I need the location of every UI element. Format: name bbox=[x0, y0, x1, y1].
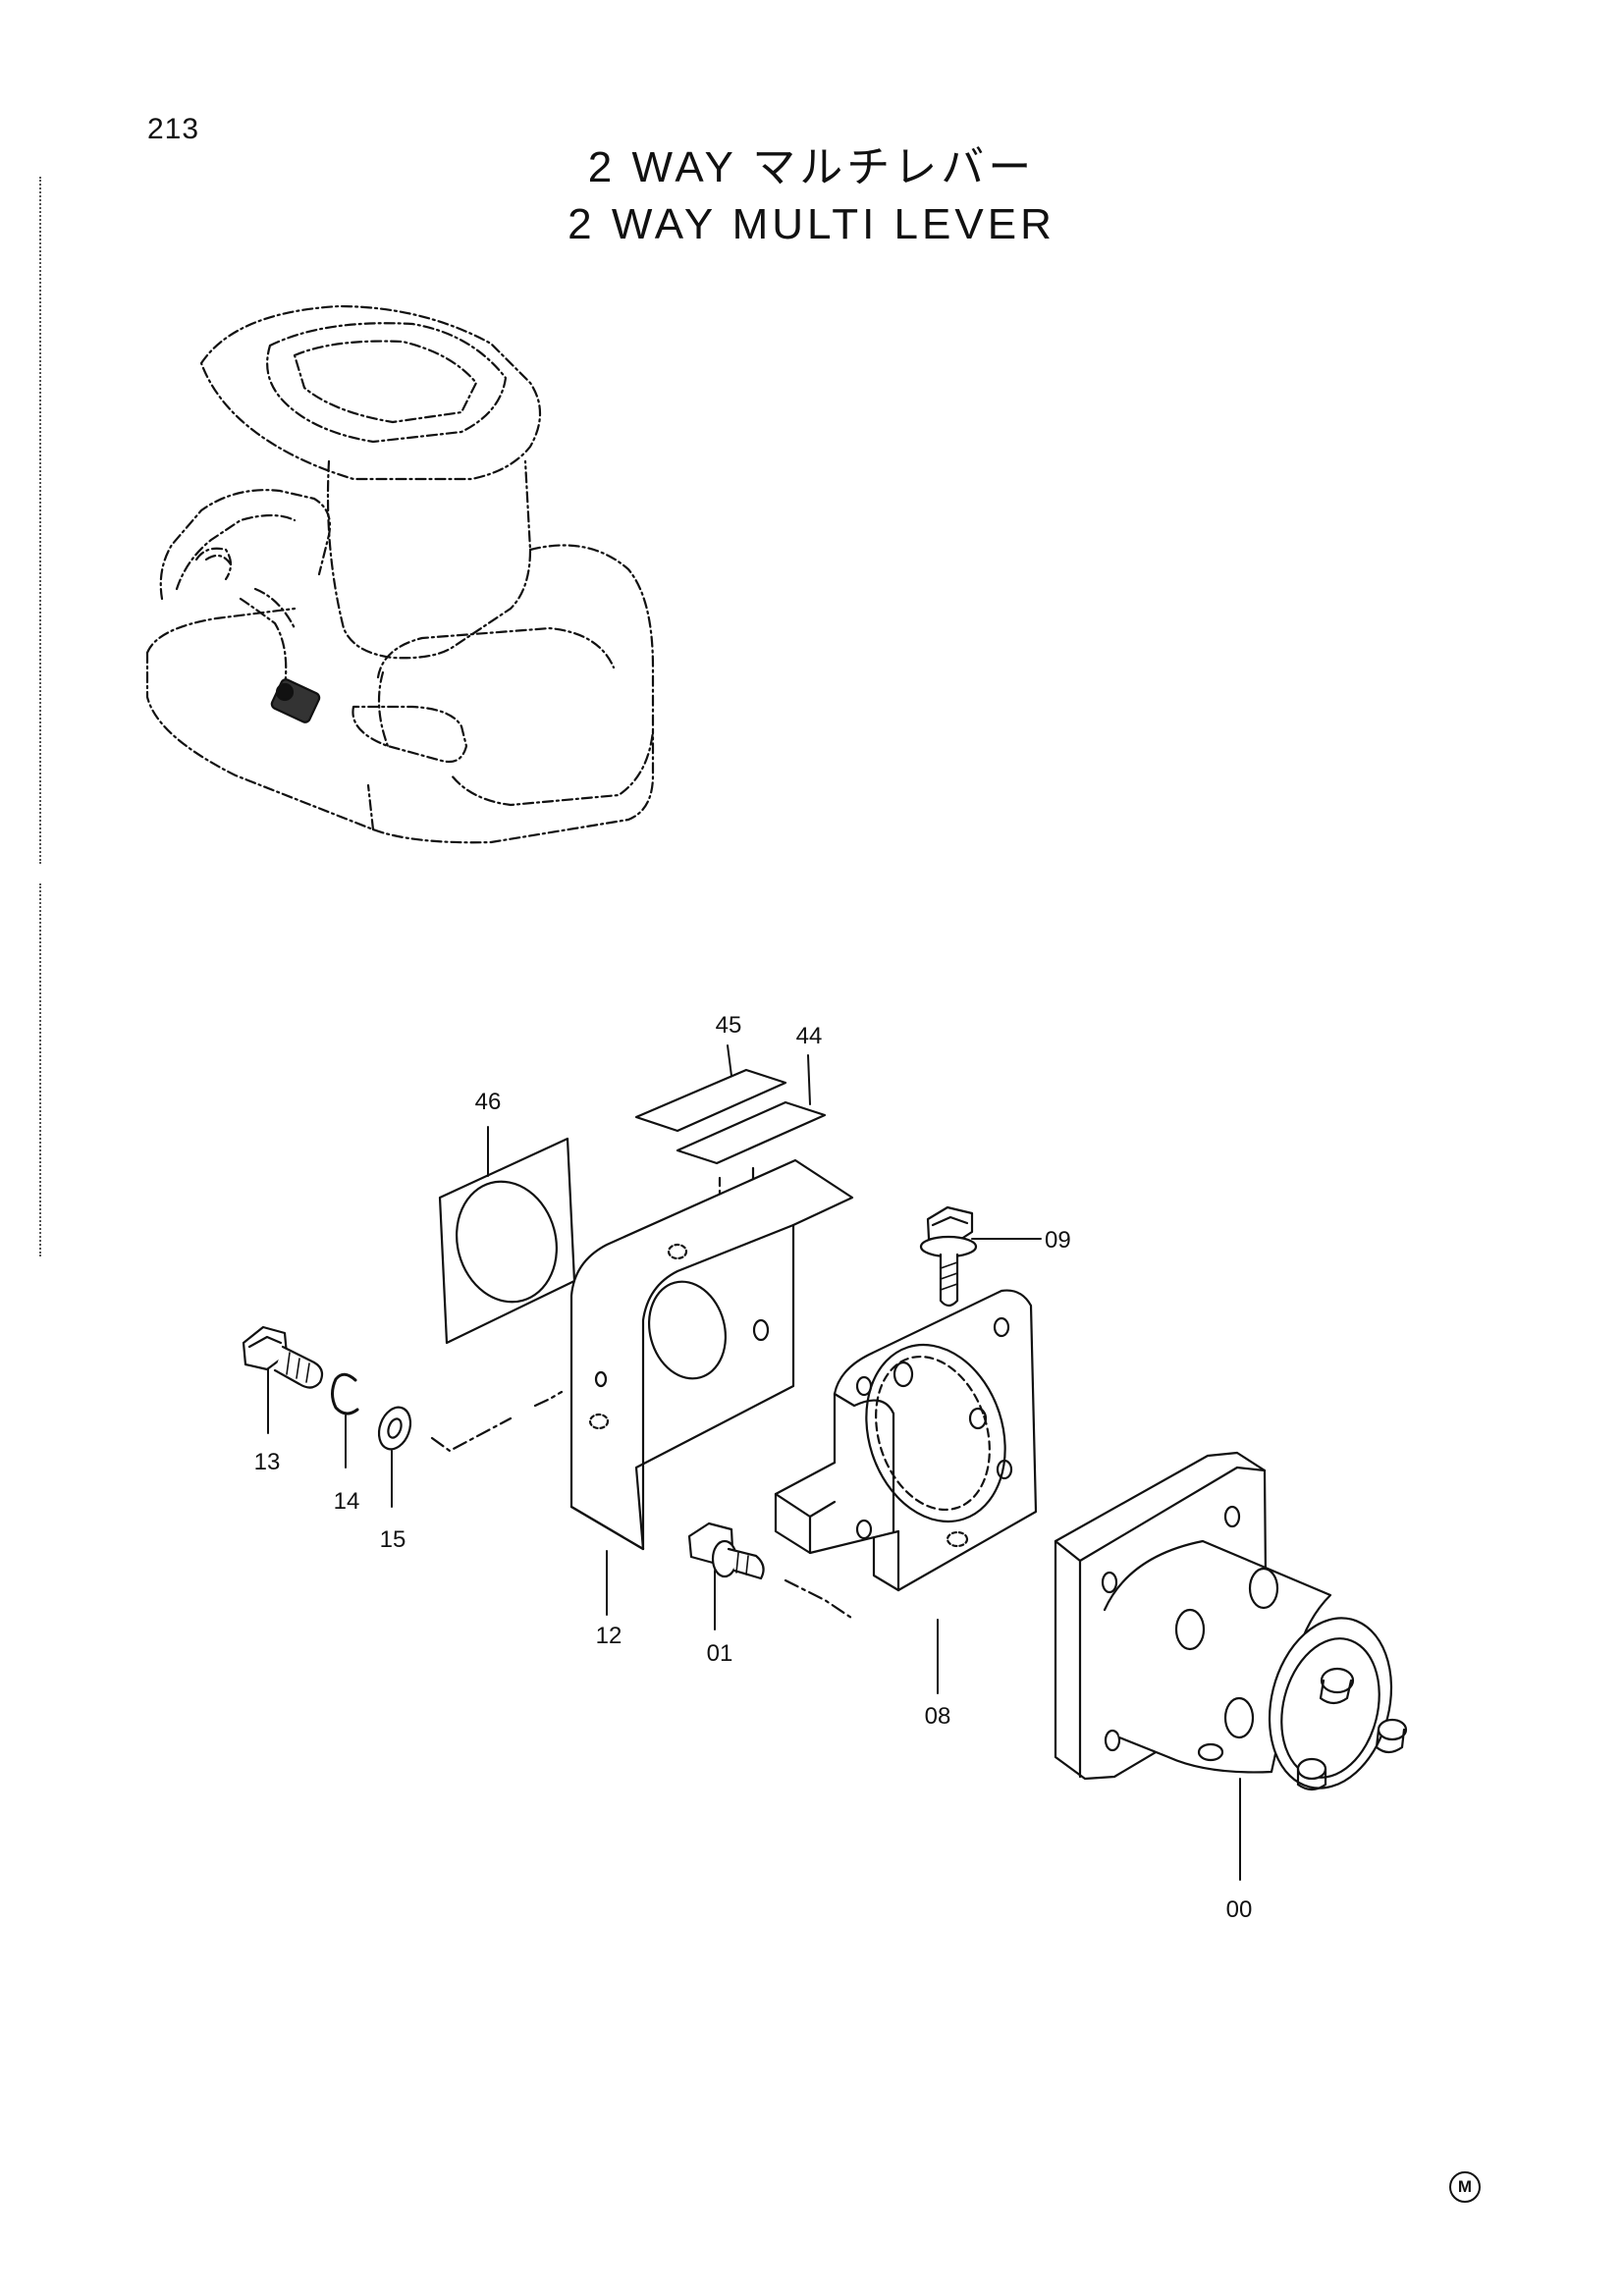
callout-14: 14 bbox=[334, 1488, 360, 1515]
margin-dotted-line-bottom bbox=[39, 883, 41, 1256]
page-number: 213 bbox=[147, 113, 200, 145]
part-08-mounting-bracket bbox=[774, 1289, 1038, 1694]
title-japanese: 2 WAY マルチレバー bbox=[587, 143, 1036, 191]
callout-08: 08 bbox=[925, 1703, 951, 1730]
callout-00: 00 bbox=[1226, 1896, 1253, 1923]
callout-15: 15 bbox=[380, 1526, 406, 1553]
part-14-snap-ring bbox=[331, 1372, 359, 1468]
part-01-bolt bbox=[687, 1522, 856, 1630]
callout-01: 01 bbox=[707, 1640, 733, 1667]
callout-09: 09 bbox=[1045, 1227, 1071, 1254]
part-15-washer bbox=[377, 1406, 412, 1508]
part-12-bracket bbox=[569, 1158, 854, 1616]
part-13-bolt bbox=[242, 1325, 324, 1434]
cab-overview-sketch bbox=[145, 304, 655, 844]
callout-45: 45 bbox=[716, 1012, 742, 1039]
assembly-center-line-left bbox=[430, 1390, 564, 1453]
footer-m-mark: M bbox=[1449, 2171, 1481, 2203]
part-46-gasket bbox=[438, 1126, 576, 1345]
callout-12: 12 bbox=[596, 1623, 622, 1649]
callout-44: 44 bbox=[796, 1023, 823, 1049]
switch-location-on-cab bbox=[270, 678, 321, 723]
title-english: 2 WAY MULTI LEVER bbox=[568, 200, 1055, 248]
margin-dotted-line-top bbox=[39, 177, 41, 864]
callout-labels: 00 01 08 09 12 13 14 15 44 45 46 bbox=[254, 1012, 1253, 1923]
part-00-switch-assembly bbox=[1054, 1451, 1408, 1881]
callout-46: 46 bbox=[475, 1089, 502, 1115]
part-45-44-strips bbox=[634, 1044, 827, 1239]
callout-13: 13 bbox=[254, 1449, 281, 1475]
